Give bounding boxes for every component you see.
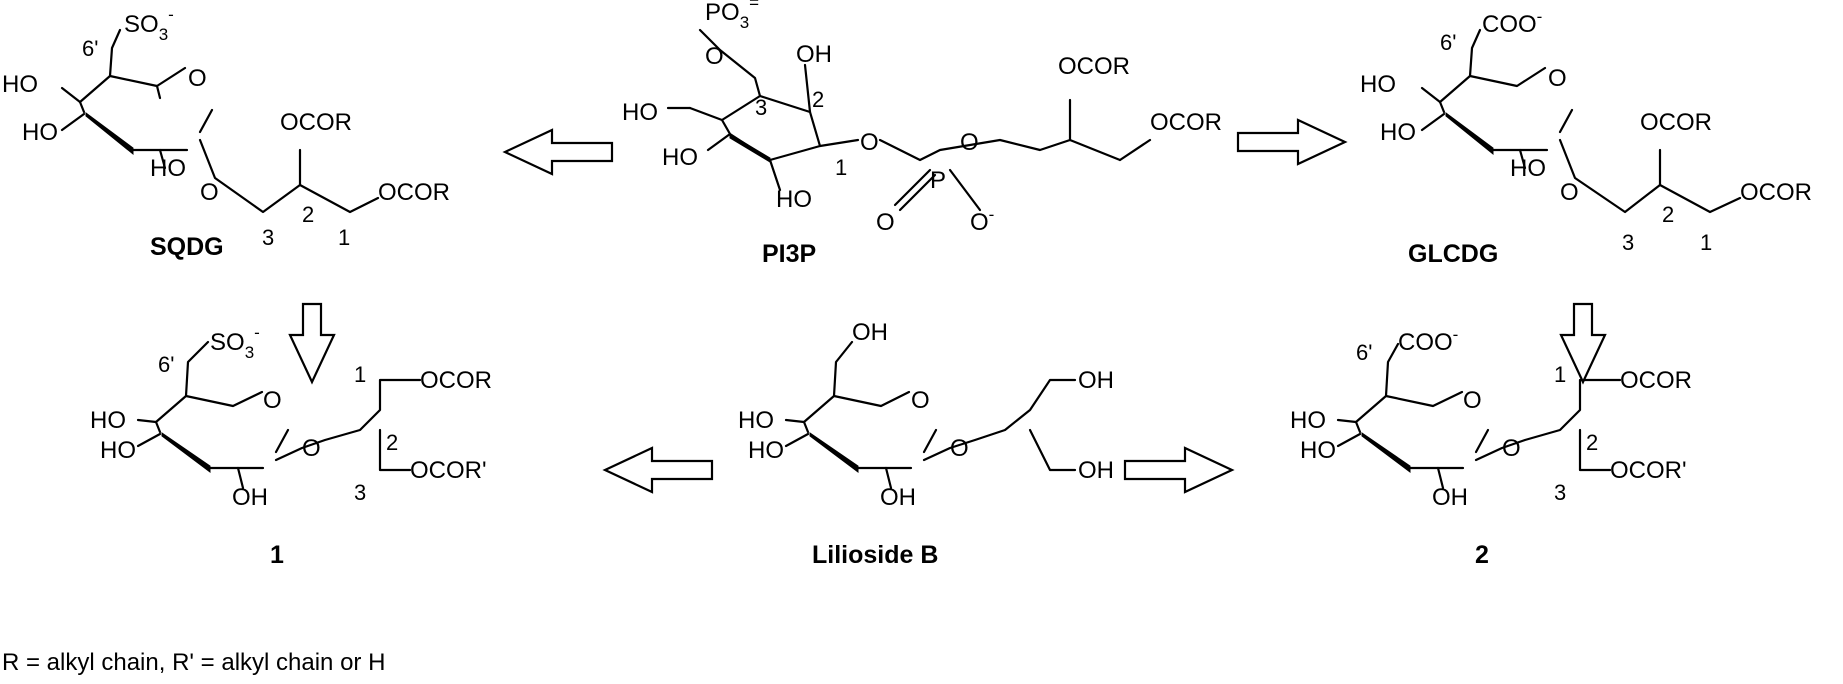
sqdg-so3: SO3- <box>124 5 174 44</box>
glcdg-ho-3: HO <box>1380 119 1416 146</box>
pi3p-o-link: O <box>860 129 879 156</box>
arrow-sqdg-to-1 <box>288 302 336 385</box>
c2-ho-3: HO <box>1300 437 1336 464</box>
pi3p-ho-5: HO <box>662 144 698 171</box>
lilioside-oh-a: OH <box>1078 367 1114 394</box>
sqdg-structure: SO3- 6' O HO HO HO O OCOR OCOR 3 2 1 SQD… <box>2 5 450 261</box>
lilioside-b-structure: OH O HO HO OH O OH OH Lilioside B <box>738 319 1114 569</box>
pi3p-c3: 3 <box>755 95 767 120</box>
sqdg-c2: 2 <box>302 202 314 227</box>
pi3p-ocor-2: OCOR <box>1058 53 1130 80</box>
c2-6prime: 6' <box>1356 340 1372 365</box>
glcdg-ho-2: HO <box>1510 155 1546 182</box>
pi3p-c1: 1 <box>835 155 847 180</box>
sqdg-c3: 3 <box>262 225 274 250</box>
glcdg-ho-4: HO <box>1360 71 1396 98</box>
glcdg-coo: COO- <box>1482 7 1542 38</box>
pi3p-o-minus: O- <box>970 205 994 236</box>
pi3p-o-glyc: O <box>960 129 979 156</box>
glcdg-structure: COO- 6' O HO HO HO O OCOR OCOR 3 2 1 GLC… <box>1360 7 1812 268</box>
c1-6prime: 6' <box>158 352 174 377</box>
c2-glyc-o: O <box>1502 435 1521 462</box>
pi3p-p: P <box>930 167 946 194</box>
c2-c1: 1 <box>1554 362 1566 387</box>
sqdg-name: SQDG <box>150 233 224 261</box>
c1-ocor: OCOR <box>420 367 492 394</box>
c1-glyc-o: O <box>302 435 321 462</box>
pi3p-o-double: O <box>876 209 895 236</box>
sqdg-ring-o: O <box>188 65 207 92</box>
c1-so3: SO3- <box>210 323 260 362</box>
c2-ocor: OCOR <box>1620 367 1692 394</box>
c2-ho-4: HO <box>1290 407 1326 434</box>
lilioside-glyc-o: O <box>950 435 969 462</box>
pi3p-name: PI3P <box>762 240 816 268</box>
glcdg-6prime: 6' <box>1440 30 1456 55</box>
sqdg-ho-3: HO <box>22 119 58 146</box>
lilioside-oh-6: OH <box>852 319 888 346</box>
sqdg-glyc-o: O <box>200 179 219 206</box>
c2-c2: 2 <box>1586 430 1598 455</box>
pi3p-po3: PO3= <box>705 0 759 32</box>
sqdg-ocor-2: OCOR <box>280 109 352 136</box>
arrow-lilioside-to-1 <box>602 446 714 494</box>
sqdg-c1: 1 <box>338 225 350 250</box>
c1-name: 1 <box>270 541 284 569</box>
pi3p-structure: PO3= O OH 3 2 1 HO HO HO O O P O O- OCOR… <box>622 0 1222 268</box>
lilioside-oh-2: OH <box>880 484 916 511</box>
glcdg-glyc-o: O <box>1560 179 1579 206</box>
c1-ho-4: HO <box>90 407 126 434</box>
pi3p-oh-2: OH <box>796 41 832 68</box>
lilioside-oh-b: OH <box>1078 457 1114 484</box>
c1-c3: 3 <box>354 480 366 505</box>
c1-oh-2: OH <box>232 484 268 511</box>
c2-name: 2 <box>1475 541 1489 569</box>
glcdg-c1: 1 <box>1700 230 1712 255</box>
pi3p-o3: O <box>705 43 724 70</box>
glcdg-name: GLCDG <box>1408 240 1498 268</box>
arrow-lilioside-to-2 <box>1123 446 1235 494</box>
glcdg-c3: 3 <box>1622 230 1634 255</box>
sqdg-ho-4: HO <box>2 71 38 98</box>
c1-c2: 2 <box>386 430 398 455</box>
pi3p-c2: 2 <box>812 87 824 112</box>
c2-c3: 3 <box>1554 480 1566 505</box>
arrow-pi3p-to-sqdg <box>502 128 614 176</box>
sqdg-6prime: 6' <box>82 36 98 61</box>
pi3p-ocor-1: OCOR <box>1150 109 1222 136</box>
c1-c1: 1 <box>354 362 366 387</box>
arrow-glcdg-to-2 <box>1559 302 1607 385</box>
lilioside-name: Lilioside B <box>812 541 938 569</box>
sqdg-ocor-1: OCOR <box>378 179 450 206</box>
c2-ring-o: O <box>1463 387 1482 414</box>
glcdg-c2: 2 <box>1662 202 1674 227</box>
pi3p-ho-6: HO <box>776 186 812 213</box>
compound-1-structure: SO3- 6' O HO HO OH O 1 2 3 OCOR OCOR' 1 <box>90 323 492 569</box>
arrow-pi3p-to-glcdg <box>1236 118 1348 166</box>
c2-ocorp: OCOR' <box>1610 457 1687 484</box>
compound-2-structure: COO- 6' O HO HO OH O 1 2 3 OCOR OCOR' 2 <box>1290 325 1692 569</box>
glcdg-ocor-2: OCOR <box>1640 109 1712 136</box>
c1-ocorp: OCOR' <box>410 457 487 484</box>
c1-ring-o: O <box>263 387 282 414</box>
c1-ho-3: HO <box>100 437 136 464</box>
c2-coo: COO- <box>1398 325 1458 356</box>
pi3p-ho-4: HO <box>622 99 658 126</box>
glcdg-ocor-1: OCOR <box>1740 179 1812 206</box>
glcdg-ring-o: O <box>1548 65 1567 92</box>
lilioside-ring-o: O <box>911 387 930 414</box>
footnote: R = alkyl chain, R' = alkyl chain or H <box>2 649 385 676</box>
lilioside-ho-3: HO <box>748 437 784 464</box>
lilioside-ho-4: HO <box>738 407 774 434</box>
sqdg-ho-2: HO <box>150 155 186 182</box>
c2-oh-2: OH <box>1432 484 1468 511</box>
